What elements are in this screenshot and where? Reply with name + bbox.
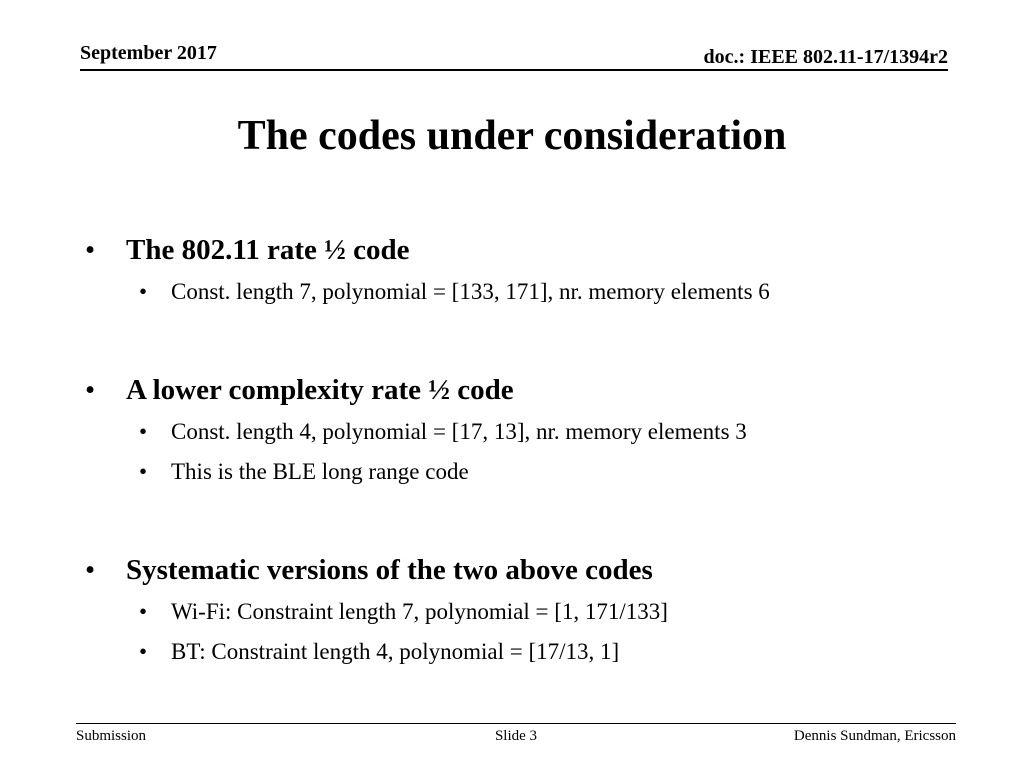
sub-bullet-item: • This is the BLE long range code [85, 452, 965, 492]
sub-bullet-text: This is the BLE long range code [171, 459, 469, 484]
sub-bullet-marker: • [139, 459, 148, 484]
bullet-marker: • [85, 554, 96, 586]
sub-bullet-text: BT: Constraint length 4, polynomial = [1… [171, 639, 620, 664]
sub-bullet-text: Wi-Fi: Constraint length 7, polynomial =… [171, 599, 668, 624]
header-date: September 2017 [80, 42, 217, 64]
bullet-marker: • [85, 234, 96, 266]
sub-bullet-marker: • [139, 639, 148, 664]
footer-author: Dennis Sundman, Ericsson [793, 728, 956, 744]
header-rule [80, 69, 948, 71]
sub-bullet-item: • Const. length 7, polynomial = [133, 17… [85, 272, 965, 312]
sub-bullet-item: • Const. length 4, polynomial = [17, 13]… [85, 412, 965, 452]
slide-title: The codes under consideration [237, 113, 787, 159]
bullet-text: A lower complexity rate ½ code [126, 374, 514, 406]
footer-submission: Submission [76, 728, 147, 744]
bullet-text: Systematic versions of the two above cod… [126, 554, 653, 586]
sub-bullet-item: • BT: Constraint length 4, polynomial = … [85, 632, 965, 672]
footer-rule [76, 723, 956, 724]
sub-bullet-item: • Wi-Fi: Constraint length 7, polynomial… [85, 592, 965, 632]
footer-slide-number: Slide 3 [494, 728, 538, 744]
slide-content: • The 802.11 rate ½ code • Const. length… [85, 228, 965, 672]
sub-bullet-marker: • [139, 419, 148, 444]
header-doc-id: doc.: IEEE 802.11-17/1394r2 [703, 46, 948, 68]
spacer [85, 492, 965, 548]
sub-bullet-text: Const. length 4, polynomial = [17, 13], … [171, 419, 747, 444]
bullet-item: • A lower complexity rate ½ code [85, 368, 965, 412]
spacer [85, 312, 965, 368]
bullet-item: • Systematic versions of the two above c… [85, 548, 965, 592]
bullet-marker: • [85, 374, 96, 406]
sub-bullet-marker: • [139, 279, 148, 304]
sub-bullet-marker: • [139, 599, 148, 624]
sub-bullet-text: Const. length 7, polynomial = [133, 171]… [171, 279, 770, 304]
bullet-item: • The 802.11 rate ½ code [85, 228, 965, 272]
bullet-text: The 802.11 rate ½ code [126, 234, 410, 266]
